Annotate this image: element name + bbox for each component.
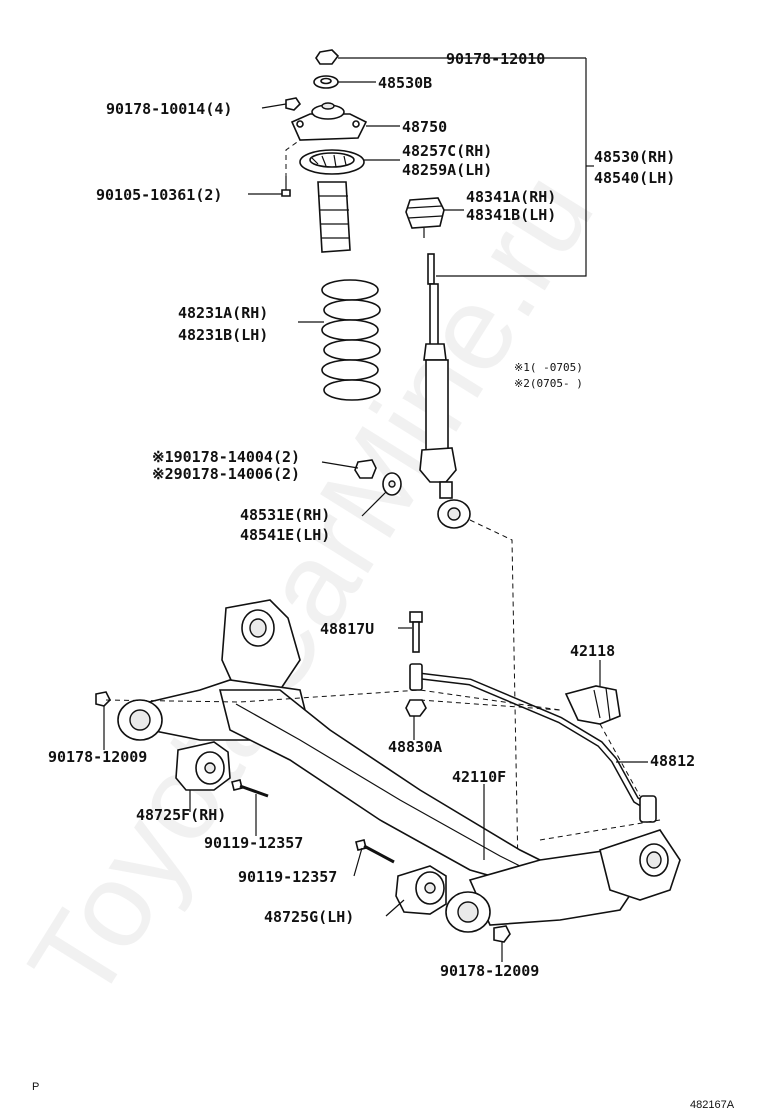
label-48750: 48750	[402, 118, 447, 136]
label-48259a: 48259A(LH)	[402, 161, 492, 179]
bolt-48817u-icon	[409, 611, 423, 653]
label-48540: 48540(LH)	[594, 169, 675, 187]
label-48257c: 48257C(RH)	[402, 142, 492, 160]
label-90178-12009-left: 90178-12009	[48, 748, 147, 766]
label-48725f: 48725F(RH)	[136, 806, 226, 824]
label-48812: 48812	[650, 752, 695, 770]
label-48830a: 48830A	[388, 738, 442, 756]
lower-nut-icon	[354, 459, 377, 479]
label-90178-10014: 90178-10014(4)	[106, 100, 232, 118]
diagram-id: 482167A	[690, 1099, 735, 1111]
bolt-small-icon	[281, 176, 291, 197]
bushing-48725f-icon	[175, 741, 231, 791]
coil-spring-icon	[321, 279, 381, 401]
label-48531e: 48531E(RH)	[240, 506, 330, 524]
label-48341b: 48341B(LH)	[466, 206, 556, 224]
bushing-48725g-icon	[395, 865, 447, 915]
lower-washer-icon	[382, 472, 402, 496]
label-42118: 42118	[570, 642, 615, 660]
label-90119-12357-a: 90119-12357	[204, 834, 303, 852]
label-90178-12010: 90178-12010	[446, 50, 545, 68]
nut-90178-12009-left-icon	[95, 691, 111, 707]
bracket-42118-icon	[564, 685, 621, 725]
label-90178-14006: ※290178-14006(2)	[152, 465, 300, 483]
spring-seat-icon	[299, 149, 365, 175]
shock-absorber-icon	[419, 253, 471, 529]
label-90119-12357-b: 90119-12357	[238, 868, 337, 886]
label-42110f: 42110F	[452, 768, 506, 786]
small-nut-icon	[285, 97, 302, 111]
label-90178-12009-right: 90178-12009	[440, 962, 539, 980]
note-2: ※2(0705- )	[514, 377, 583, 390]
label-90105-10361: 90105-10361(2)	[96, 186, 222, 204]
note-1: ※1( -0705)	[514, 361, 583, 374]
nut-48830a-icon	[405, 699, 427, 717]
corner-label-left: P	[32, 1081, 39, 1093]
label-48231b: 48231B(LH)	[178, 326, 268, 344]
strut-mount-icon	[290, 102, 368, 141]
label-48530: 48530(RH)	[594, 148, 675, 166]
bump-stopper-icon	[405, 197, 445, 238]
label-48341a: 48341A(RH)	[466, 188, 556, 206]
axle-beam-icon	[117, 599, 681, 933]
bolt-90119-12357-b-icon	[355, 839, 395, 864]
washer-icon	[313, 75, 339, 89]
label-48817u: 48817U	[320, 620, 374, 638]
label-48725g: 48725G(LH)	[264, 908, 354, 926]
label-48231a: 48231A(RH)	[178, 304, 268, 322]
label-90178-14004: ※190178-14004(2)	[152, 448, 300, 466]
dust-boot-icon	[317, 181, 351, 253]
nut-90178-12009-right-icon	[493, 925, 511, 943]
stabilizer-bar-icon	[409, 663, 657, 823]
label-48530b: 48530B	[378, 74, 432, 92]
bolt-90119-12357-a-icon	[231, 779, 269, 798]
nut-top-icon	[315, 49, 340, 65]
label-48541e: 48541E(LH)	[240, 526, 330, 544]
